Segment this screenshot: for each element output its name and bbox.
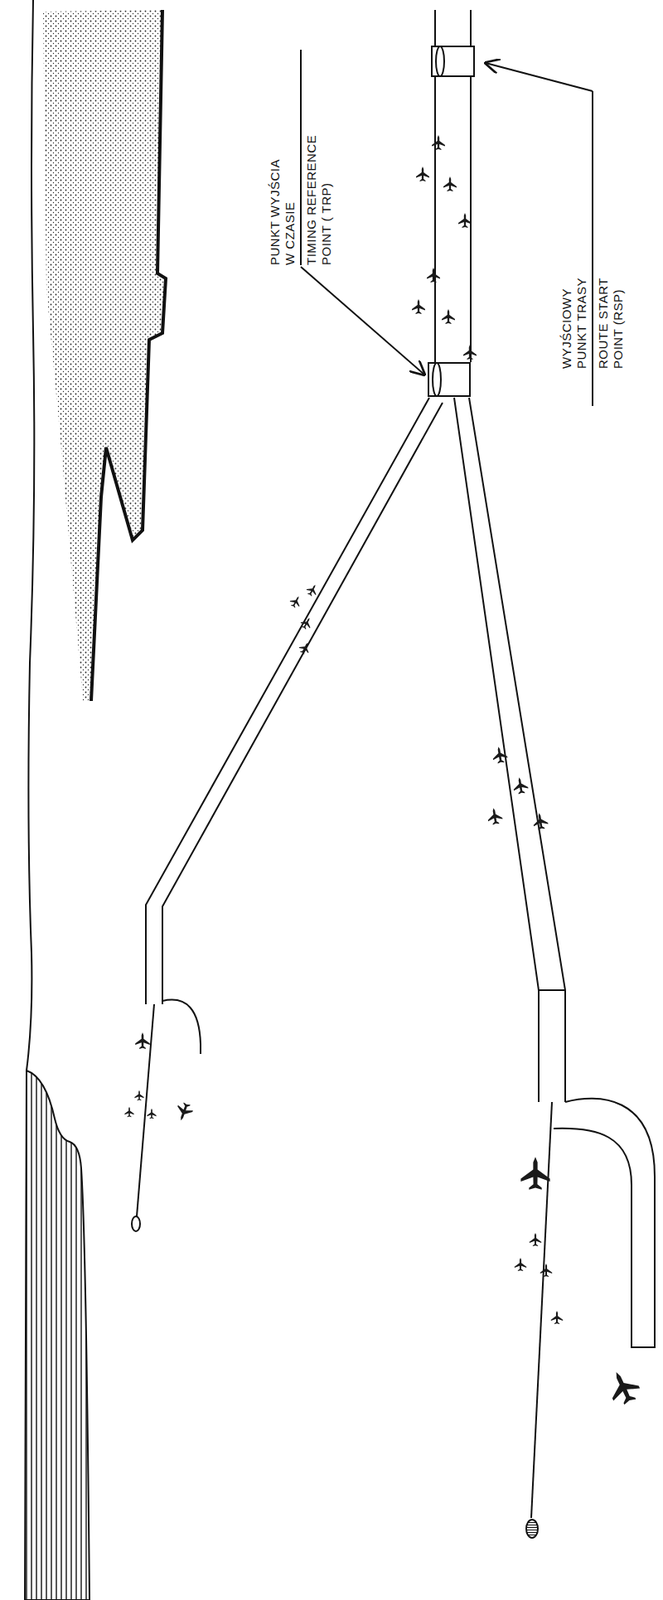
- callout-rule: [300, 49, 302, 266]
- callout-label: WYJŚCIOWY PUNKT TRASY: [556, 261, 592, 369]
- callout-label: TIMING REFERENCE POINT ( TRP): [301, 116, 337, 266]
- callout-rule: [591, 91, 594, 407]
- callout-label: ROUTE START POINT (RSP): [593, 261, 629, 369]
- rsp-callout: WYJŚCIOWY PUNKT TRASY ROUTE START POINT …: [556, 91, 629, 407]
- trp-callout: PUNKT WYJŚCIA W CZASIE TIMING REFERENCE …: [265, 49, 337, 266]
- callout-label: PUNKT WYJŚCIA W CZASIE: [265, 149, 301, 266]
